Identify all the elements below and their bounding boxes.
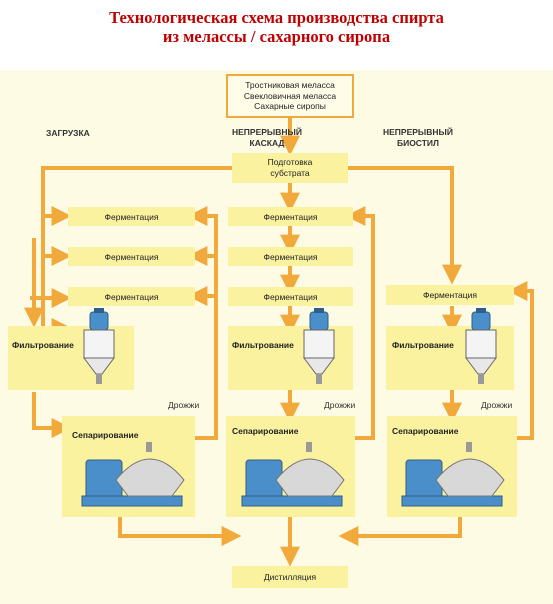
flow-arrows [24, 118, 534, 567]
left-yeast-label: Дрожжи [168, 400, 200, 410]
right-yeast-label: Дрожжи [481, 400, 513, 410]
right-filtration-label: Фильтрование [392, 340, 454, 350]
heading-cascade: НЕПРЕРЫВНЫЙ КАСКАД [232, 127, 302, 148]
diagram-panel: ЗАГРУЗКА НЕПРЕРЫВНЫЙ КАСКАД НЕПРЕРЫВНЫЙ … [0, 70, 553, 604]
arrow-right-distill [338, 517, 462, 546]
middle-fermentation-2: Ферментация [228, 247, 353, 266]
heading-biostil: НЕПРЕРЫВНЫЙ БИОСТИЛ [383, 127, 453, 148]
middle-yeast-label: Дрожжи [324, 400, 356, 410]
arrow-right-recycle [507, 281, 534, 440]
middle-fermentation-3: Ферментация [228, 287, 353, 306]
left-fermentation-2: Ферментация [68, 247, 195, 266]
left-fermentation-1: Ферментация [68, 207, 195, 226]
middle-separation-label: Сепарирование [232, 426, 299, 436]
heading-batch: ЗАГРУЗКА [46, 128, 90, 138]
right-separation-label: Сепарирование [392, 426, 459, 436]
arrow-left-distill [118, 517, 242, 546]
right-separator-icon [401, 442, 505, 507]
arrow-left-filter-sep [32, 392, 72, 438]
middle-filtration-label: Фильтрование [232, 340, 294, 350]
right-filter-drum-icon [465, 308, 497, 384]
arrow-left-recycle [187, 206, 218, 440]
middle-separator-icon [241, 442, 345, 507]
title-line-2: из мелассы / сахарного сиропа [162, 27, 391, 46]
arrow-substrate-right [348, 166, 462, 285]
title-line-1: Технологическая схема производства спирт… [109, 8, 444, 27]
diagram-title: Технологическая схема производства спирт… [0, 8, 553, 46]
middle-filter-drum-icon [303, 308, 335, 384]
right-fermentation: Ферментация [386, 285, 514, 305]
left-fermentation-3: Ферментация [68, 287, 195, 306]
source-box: Тростниковая меласса Свекловичная меласс… [226, 74, 354, 118]
left-filtration-label: Фильтрование [12, 340, 74, 350]
distillation-box: Дистилляция [232, 566, 348, 588]
middle-fermentation-1: Ферментация [228, 207, 353, 226]
left-filter-drum-icon [83, 308, 115, 384]
arrow-mid-recycle [345, 206, 375, 440]
substrate-preparation-box: Подготовка субстрата [232, 153, 348, 183]
left-separation-label: Сепарирование [72, 430, 139, 440]
left-separator-icon [81, 442, 185, 507]
